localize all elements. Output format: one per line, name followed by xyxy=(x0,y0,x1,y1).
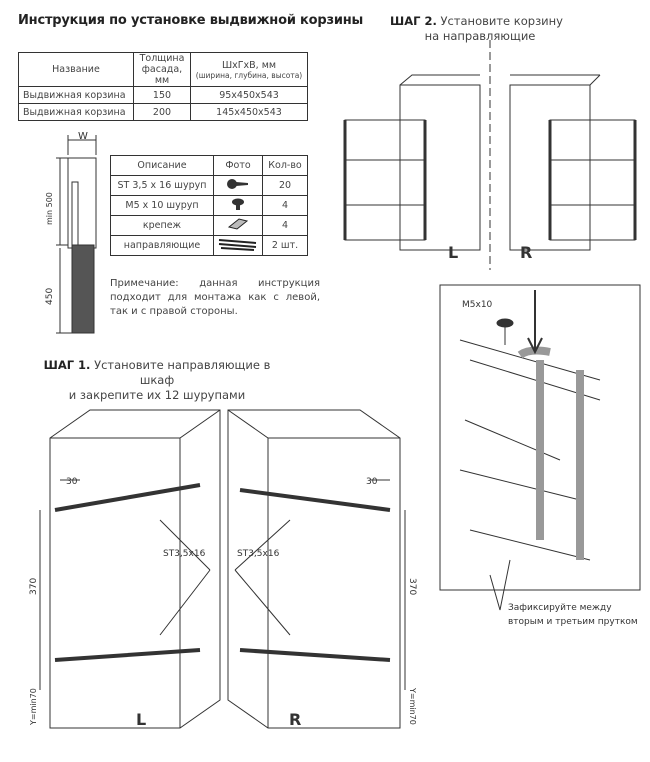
table-row: Выдвижная корзина 150 95x450x543 xyxy=(18,86,308,104)
header-dimensions: ШхГхВ, мм(ширина, глубина, высота) xyxy=(190,52,308,87)
part-name: M5 x 10 шуруп xyxy=(110,195,214,216)
rail-icon xyxy=(213,235,263,256)
table-row: M5 x 10 шуруп 4 xyxy=(110,195,308,216)
cell-thickness: 200 xyxy=(133,103,191,121)
table-row: направляющие 2 шт. xyxy=(110,235,308,256)
cell-dimensions: 145x450x543 xyxy=(190,103,308,121)
page-title: Инструкция по установке выдвижной корзин… xyxy=(18,13,364,28)
step1-heading: ШАГ 1. Установите направляющие в шкаф и … xyxy=(32,358,282,403)
step2-line1: Установите корзину xyxy=(440,14,563,28)
cell-dimensions: 95x450x543 xyxy=(190,86,308,104)
screw-label-right: ST3,5x16 xyxy=(237,549,280,559)
screw-icon xyxy=(213,175,263,196)
dim-basket-height: 450 xyxy=(45,288,55,305)
detail-bolt-label: M5x10 xyxy=(462,300,493,310)
part-name: ST 3,5 x 16 шуруп xyxy=(110,175,214,196)
step1-left-cabinet xyxy=(39,409,221,729)
step1-line2: и закрепите их 12 шурупами xyxy=(68,388,246,402)
step2-left-label: L xyxy=(448,243,458,262)
dim-min-height: min 500 xyxy=(45,192,54,225)
bracket-icon xyxy=(213,215,263,236)
detail-diagram xyxy=(439,284,641,611)
step2-heading: ШАГ 2. Установите корзину на направляющи… xyxy=(390,14,563,44)
part-name: направляющие xyxy=(110,235,214,256)
step1-right-cabinet xyxy=(227,409,406,729)
dim-30-left: 30 xyxy=(66,477,78,487)
header-name: Название xyxy=(18,52,134,87)
step2-label: ШАГ 2. xyxy=(390,14,437,28)
cell-name: Выдвижная корзина xyxy=(18,86,134,104)
cabinet-side-diagram xyxy=(56,135,97,334)
dim-30-right: 30 xyxy=(366,477,378,487)
detail-caption-1: Зафиксируйте между xyxy=(508,603,612,613)
dim-370-left: 370 xyxy=(29,578,39,595)
table-row: ST 3,5 x 16 шуруп 20 xyxy=(110,175,308,196)
dim-y-right: Y=min70 xyxy=(408,687,417,725)
part-qty: 20 xyxy=(262,175,308,196)
dim-370-right: 370 xyxy=(407,578,417,595)
table-row: крепеж 4 xyxy=(110,215,308,236)
screw-label-left: ST3,5x16 xyxy=(163,549,206,559)
part-name: крепеж xyxy=(110,215,214,236)
step2-diagram xyxy=(343,40,637,270)
part-qty: 4 xyxy=(262,195,308,216)
header-photo: Фото xyxy=(213,155,263,176)
dim-y-left: Y=min70 xyxy=(29,688,38,726)
parts-table: Описание Фото Кол-во ST 3,5 x 16 шуруп 2… xyxy=(110,155,308,256)
step1-left-label: L xyxy=(136,710,146,729)
dim-w: W xyxy=(78,131,88,142)
step2-line2: на направляющие xyxy=(424,29,536,43)
step2-right-label: R xyxy=(520,243,532,262)
step1-line1: Установите направляющие в шкаф xyxy=(94,358,271,387)
header-thickness: Толщина фасада, мм xyxy=(133,52,191,87)
bolt-icon xyxy=(213,195,263,216)
detail-caption-2: вторым и третьим прутком xyxy=(508,617,638,627)
header-description: Описание xyxy=(110,155,214,176)
cell-thickness: 150 xyxy=(133,86,191,104)
header-qty: Кол-во xyxy=(262,155,308,176)
table-row: Выдвижная корзина 200 145x450x543 xyxy=(18,103,308,121)
note: Примечание: данная инструкция подходит д… xyxy=(110,278,320,317)
dim-sublabel: (ширина, глубина, высота) xyxy=(195,70,303,80)
part-qty: 4 xyxy=(262,215,308,236)
cell-name: Выдвижная корзина xyxy=(18,103,134,121)
specs-table: Название Толщина фасада, мм ШхГхВ, мм(ши… xyxy=(18,52,308,121)
step1-right-label: R xyxy=(289,710,301,729)
part-qty: 2 шт. xyxy=(262,235,308,256)
step1-label: ШАГ 1. xyxy=(43,358,91,372)
dim-label: ШхГхВ, мм xyxy=(221,59,277,71)
